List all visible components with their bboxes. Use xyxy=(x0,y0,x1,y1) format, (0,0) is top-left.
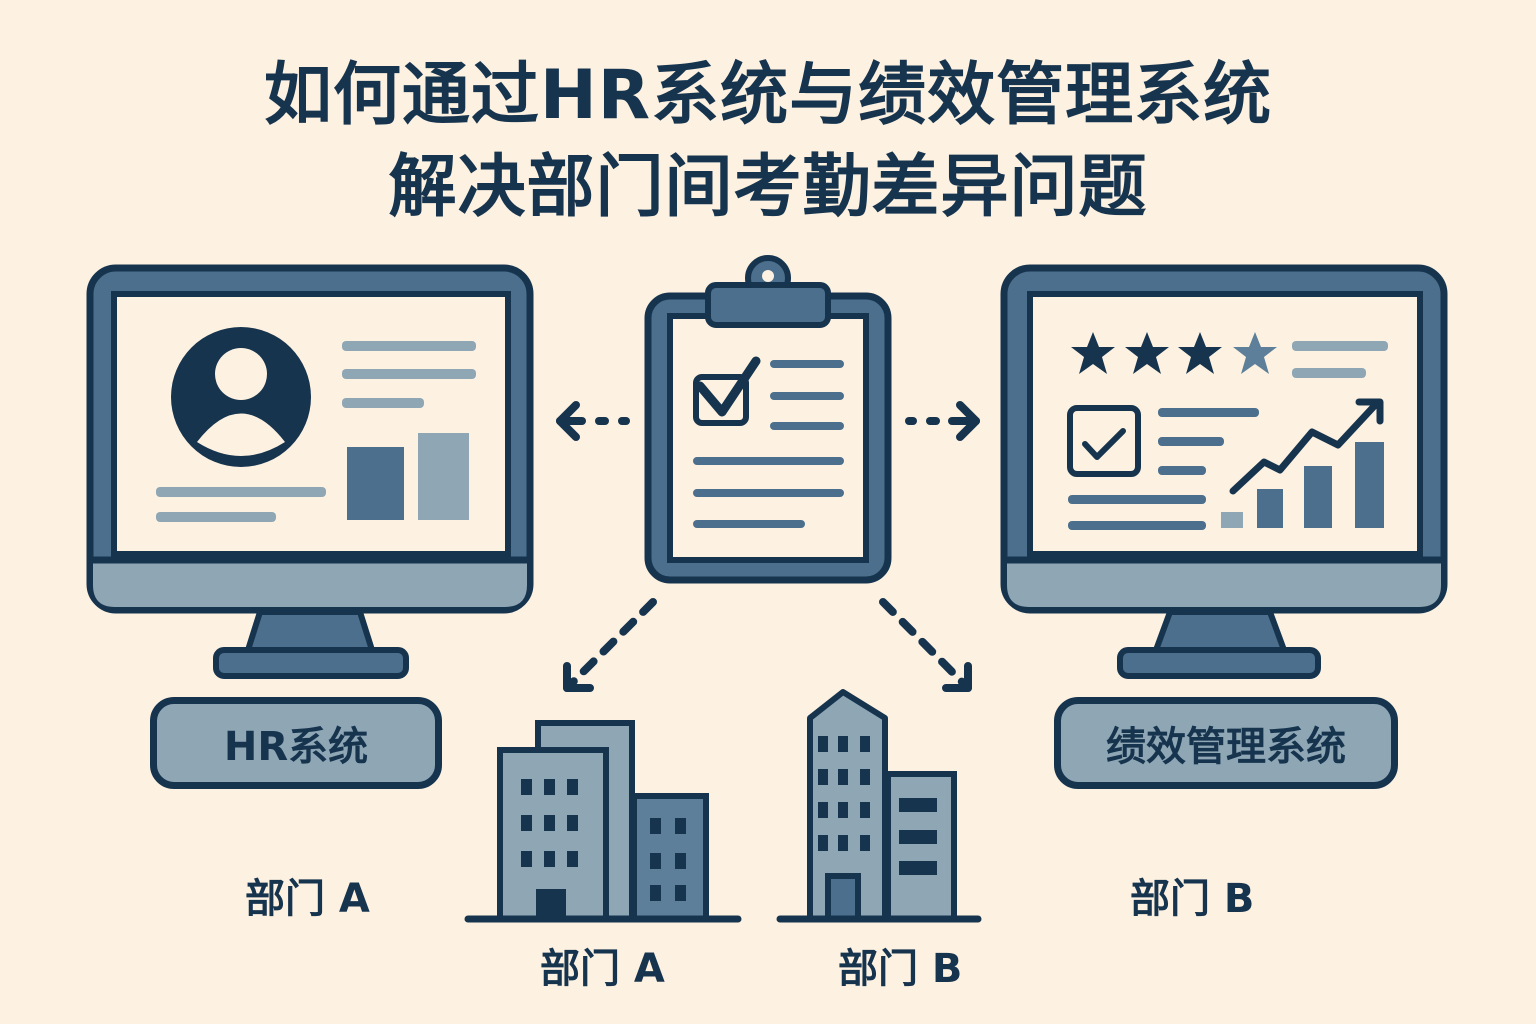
monitor-profile-icon xyxy=(86,264,534,679)
arrow-down-left-icon xyxy=(563,598,657,692)
rating-stars xyxy=(1071,332,1277,374)
building-b-icon xyxy=(776,689,982,923)
arrow-down-right-icon xyxy=(879,598,972,692)
building-a-label: 部门 A xyxy=(540,946,665,992)
monitor-performance-icon xyxy=(1000,264,1448,679)
arrow-left-icon xyxy=(556,401,630,441)
building-a-icon xyxy=(464,720,742,923)
clipboard-checklist-icon xyxy=(644,255,892,584)
building-b-label: 部门 B xyxy=(838,946,963,992)
page-title-line1: 如何通过HR系统与绩效管理系统 xyxy=(263,56,1273,135)
page-title-line2: 解决部门间考勤差异问题 xyxy=(388,148,1148,227)
hr-system-label: HR系统 xyxy=(150,697,442,789)
avatar-icon xyxy=(171,327,311,467)
arrow-right-icon xyxy=(905,401,980,441)
performance-system-label: 绩效管理系统 xyxy=(1054,697,1398,789)
department-b-text: 部门 B xyxy=(1130,876,1255,922)
department-a-text: 部门 A xyxy=(245,876,370,922)
